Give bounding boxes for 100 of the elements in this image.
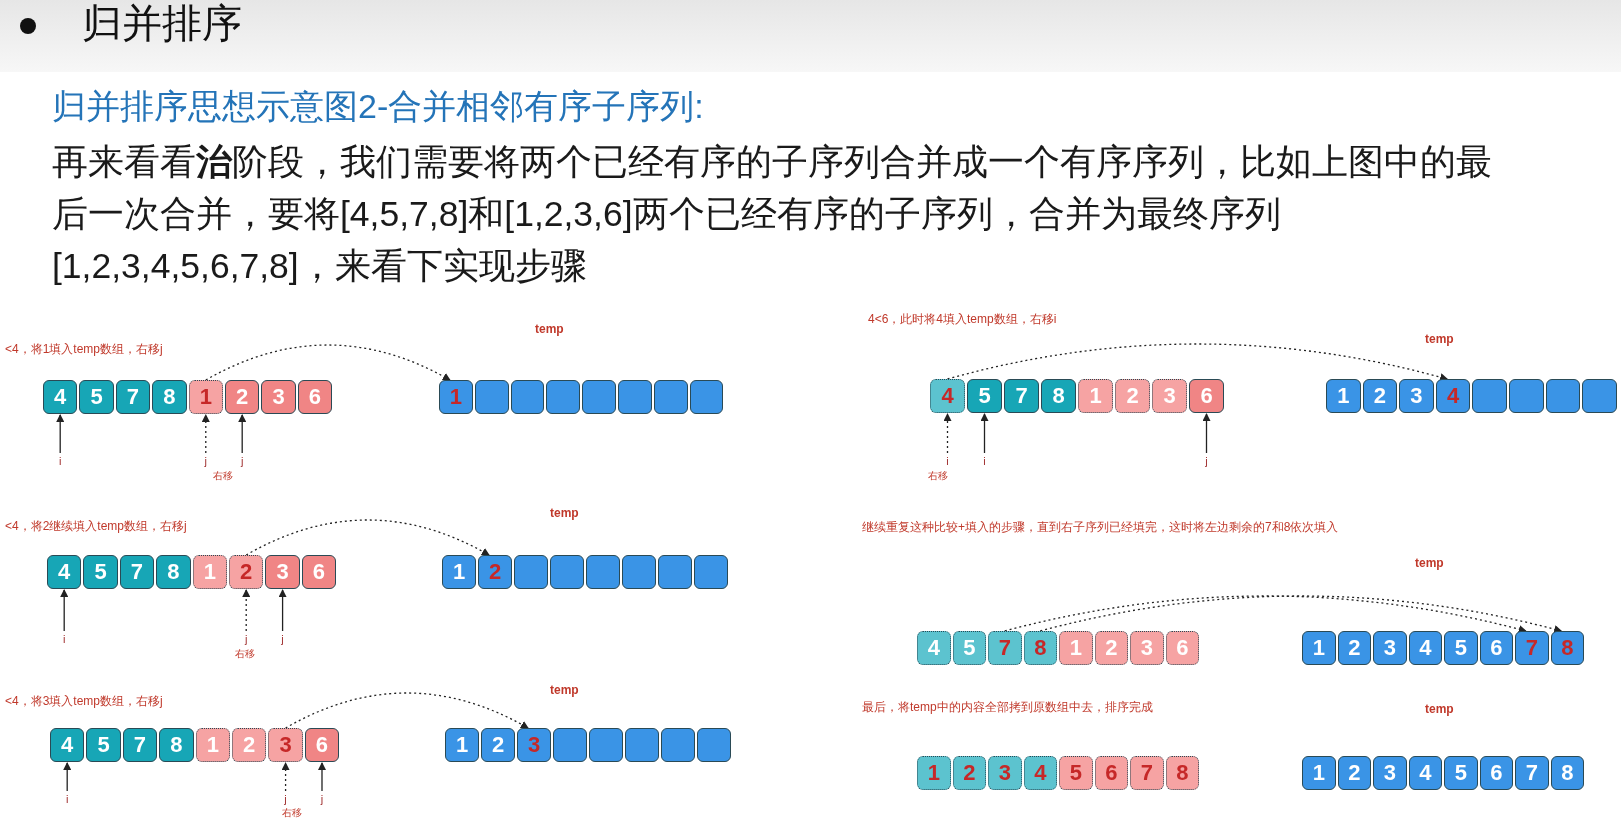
array-cell: 6 xyxy=(1479,756,1513,790)
step-caption: 4<6，此时将4填入temp数组，右移i xyxy=(868,312,1057,326)
pointer-label: i xyxy=(54,455,67,468)
array-cell: 6 xyxy=(1165,631,1199,665)
array-cell: 3 xyxy=(1373,756,1407,790)
step-caption: <4，将3填入temp数组，右移j xyxy=(5,694,163,708)
array-cell: 2 xyxy=(229,555,264,589)
array-cell: 2 xyxy=(1337,631,1371,665)
array-cell: 3 xyxy=(1399,379,1434,413)
array-cell: 6 xyxy=(301,555,337,589)
array-cell: 8 xyxy=(1023,631,1057,665)
pointer-arrow xyxy=(63,762,72,792)
array-cell: 2 xyxy=(1094,631,1128,665)
subheading: 归并排序思想示意图2-合并相邻有序子序列: xyxy=(52,86,704,127)
step-caption: <4，将1填入temp数组，右移j xyxy=(5,342,163,356)
array-cell: 5 xyxy=(952,631,986,665)
array-cell: 6 xyxy=(1094,756,1128,790)
array-cell: 8 xyxy=(156,555,191,589)
array-cell: 1 xyxy=(442,555,476,589)
array-cell: 2 xyxy=(1115,379,1150,413)
empty-cell xyxy=(694,555,728,589)
array-cell: 1 xyxy=(1326,379,1361,413)
array-cell: 6 xyxy=(1189,379,1224,413)
empty-cell xyxy=(658,555,692,589)
pointer-arrow xyxy=(318,762,326,792)
array-cell: 7 xyxy=(122,728,158,762)
pointer-label: j xyxy=(316,793,328,806)
step-caption: <4，将2继续填入temp数组，右移j xyxy=(5,519,187,533)
empty-cell xyxy=(697,728,731,762)
array-cell: 7 xyxy=(1130,756,1164,790)
pointer-arrow xyxy=(201,414,210,454)
empty-cell xyxy=(553,728,587,762)
move-note: 右移 xyxy=(282,807,302,819)
array-cell: 2 xyxy=(952,756,986,790)
array-cell: 1 xyxy=(192,555,227,589)
array-cell: 1 xyxy=(917,756,951,790)
empty-cell xyxy=(550,555,584,589)
pointer-arrow xyxy=(278,589,287,632)
array-cell: 4 xyxy=(917,631,951,665)
array-cell: 6 xyxy=(297,380,333,414)
array-cell: 4 xyxy=(43,380,78,414)
array-cell: 8 xyxy=(159,728,194,762)
array-cell: 3 xyxy=(517,728,551,762)
slide-title: 归并排序 xyxy=(82,0,242,47)
pointer-arrow xyxy=(60,589,69,632)
array-cell: 4 xyxy=(1023,756,1057,790)
pointer-label: i xyxy=(58,633,71,646)
array-cell: 4 xyxy=(1408,631,1442,665)
step-caption: 继续重复这种比较+填入的步骤，直到右子序列已经填完，这时将左边剩余的7和8依次填入 xyxy=(862,520,1339,534)
array-cell: 3 xyxy=(265,555,300,589)
array-name: temp xyxy=(1415,556,1444,570)
array-cell: 6 xyxy=(1479,631,1513,665)
array-cell: 8 xyxy=(1165,756,1199,790)
pointer-arrow xyxy=(242,589,251,632)
array-cell: 2 xyxy=(225,380,260,414)
empty-cell xyxy=(514,555,548,589)
array-cell: 7 xyxy=(1515,631,1549,665)
empty-cell xyxy=(625,728,659,762)
empty-cell xyxy=(661,728,695,762)
array-cell: 8 xyxy=(1550,756,1584,790)
array-cell: 5 xyxy=(1444,631,1478,665)
array-cell: 3 xyxy=(261,380,296,414)
pointer-arrow xyxy=(943,413,952,454)
array-cell: 5 xyxy=(86,728,121,762)
pointer-label: j xyxy=(240,633,253,646)
array-cell: 8 xyxy=(152,380,187,414)
array-cell: 5 xyxy=(967,379,1002,413)
array-name: temp xyxy=(535,322,564,336)
array-cell: 4 xyxy=(1435,379,1471,413)
pointer-arrow xyxy=(980,413,989,454)
array-name: temp xyxy=(1425,702,1454,716)
array-cell: 7 xyxy=(1004,379,1039,413)
array-cell: 4 xyxy=(47,555,82,589)
pointer-label: j xyxy=(199,455,212,468)
move-note: 右移 xyxy=(213,470,233,482)
array-cell: 7 xyxy=(115,380,151,414)
array-cell: 8 xyxy=(1041,379,1076,413)
array-name: temp xyxy=(550,683,579,697)
pointer-arrow xyxy=(238,414,247,454)
array-cell: 1 xyxy=(1302,756,1336,790)
array-cell: 1 xyxy=(439,380,473,414)
move-arrow xyxy=(205,344,451,381)
step-caption: 最后，将temp中的内容全部拷到原数组中去，排序完成 xyxy=(862,700,1153,714)
move-arrow xyxy=(284,692,529,729)
array-cell: 1 xyxy=(1302,631,1336,665)
pointer-label: i xyxy=(941,455,954,468)
array-cell: 1 xyxy=(195,728,230,762)
array-cell: 4 xyxy=(1408,756,1442,790)
paragraph: 再来看看治阶段，我们需要将两个已经有序的子序列合并成一个有序序列，比如上图中的最后一次合并，要将[4,5,7,8]和[1,2,3,6]两个已经有序的子序列，合并为最终序列[1,2,3,4,5,6,7,8]，来看下实现步骤 xyxy=(52,141,1493,288)
pointer-arrow xyxy=(1202,413,1211,454)
array-cell: 1 xyxy=(188,380,223,414)
array-cell: 5 xyxy=(1059,756,1093,790)
array-cell: 4 xyxy=(930,379,965,413)
array-cell: 1 xyxy=(445,728,479,762)
pointer-arrow xyxy=(281,762,290,792)
pointer-arrow xyxy=(56,414,65,454)
array-cell: 2 xyxy=(481,728,515,762)
array-cell: 3 xyxy=(1373,631,1407,665)
array-cell: 2 xyxy=(1337,756,1371,790)
pointer-label: j xyxy=(279,793,292,806)
